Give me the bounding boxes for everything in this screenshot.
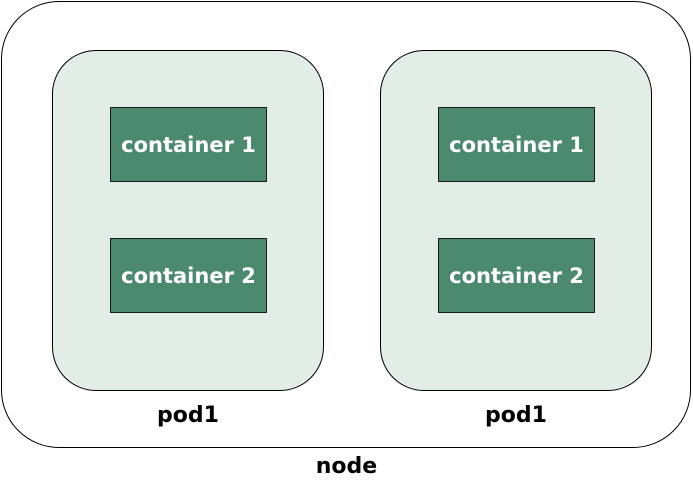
node-label: node [315, 454, 378, 479]
container-box: container 1 [438, 107, 595, 182]
pod-box-left: container 1 container 2 [52, 50, 324, 391]
container-label: container 1 [449, 132, 584, 157]
pod-label-right: pod1 [485, 403, 547, 428]
pod-box-right: container 1 container 2 [380, 50, 652, 391]
container-box: container 2 [110, 238, 267, 313]
container-box: container 1 [110, 107, 267, 182]
pod-label-left: pod1 [157, 403, 219, 428]
container-label: container 1 [121, 132, 256, 157]
container-box: container 2 [438, 238, 595, 313]
container-label: container 2 [449, 263, 584, 288]
container-label: container 2 [121, 263, 256, 288]
